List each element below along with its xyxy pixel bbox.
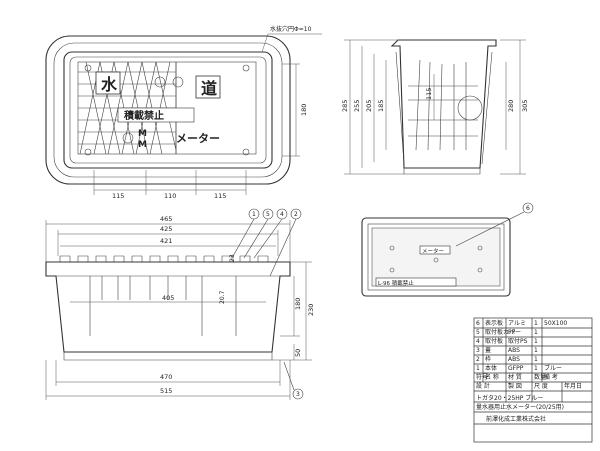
side-dim-280: 280 <box>507 100 515 112</box>
table-cell-qty: 1 <box>534 338 538 345</box>
side-dim-285: 285 <box>341 100 349 112</box>
plate-m1: M <box>138 129 147 139</box>
top-dim-110: 110 <box>164 192 176 200</box>
side-view: 285 255 205 185 115 280 305 <box>341 39 529 175</box>
top-dim-115b: 115 <box>214 192 226 200</box>
table-subheader-cell: 尺 度 <box>534 382 548 390</box>
table-title: トガタ20・25HP ブルー <box>476 394 543 402</box>
plate-m2: M <box>138 140 147 150</box>
table-cell-no: 5 <box>476 329 480 336</box>
table-cell-no: 3 <box>476 347 480 354</box>
top-dim-115a: 115 <box>112 192 124 200</box>
front-dim-465: 465 <box>160 215 172 223</box>
table-cell-material: PP <box>508 329 516 336</box>
table-cell-material: GFPP <box>508 365 524 372</box>
plate-char-water: 水 <box>101 75 118 94</box>
top-view: 水 道 積載禁止 M M メーター 水抜穴円Φ=10 115 110 115 1… <box>45 25 322 200</box>
front-dim-20-7: 20.7 <box>219 290 226 304</box>
table-subheader-cell: 年月日 <box>564 382 582 390</box>
table-cell-note: 50X100 <box>544 320 567 327</box>
table-cell-material: ABS <box>508 347 520 354</box>
side-dim-305: 305 <box>521 100 529 112</box>
plate-char-road: 道 <box>201 79 217 98</box>
front-dim-515: 515 <box>160 387 172 395</box>
inner-callout-6: 6 <box>526 205 530 212</box>
table-header-cell: 名 称 <box>485 373 499 381</box>
table-cell-no: 1 <box>476 365 480 372</box>
table-cell-note: ブルー <box>544 364 562 372</box>
front-dim-230: 230 <box>307 304 315 316</box>
table-cell-name: 取付板 <box>485 337 503 345</box>
table-company: 前澤化成工業株式会社 <box>486 415 546 423</box>
table-subheader-cell: 設 計 <box>476 382 490 390</box>
table-cell-qty: 1 <box>534 347 538 354</box>
plate-no-load-text: 積載禁止 <box>123 109 164 122</box>
table-cell-qty: 1 <box>534 365 538 372</box>
top-dim-180: 180 <box>300 104 308 116</box>
inner-view: メーター L-96 積載禁止 6 <box>361 202 534 297</box>
inner-meter-label: メーター <box>422 247 444 255</box>
table-cell-material: ABS <box>508 356 520 363</box>
callout-3: 3 <box>296 391 300 398</box>
callout-1: 1 <box>252 211 256 218</box>
callout-2: 2 <box>294 211 298 218</box>
side-dim-205: 205 <box>365 100 373 112</box>
callout-5: 5 <box>266 211 270 218</box>
front-dim-421: 421 <box>160 237 172 245</box>
drain-hole-note: 水抜穴円Φ=10 <box>270 25 312 33</box>
callout-4: 4 <box>280 211 284 218</box>
table-header-cell: 備 考 <box>544 373 558 381</box>
table-cell-no: 6 <box>476 320 480 327</box>
table-cell-qty: 1 <box>534 356 538 363</box>
table-cell-name: 取付板カバー <box>485 328 521 336</box>
table-subheader-cell: 製 図 <box>508 382 522 390</box>
table-cell-name: 表示板 <box>485 319 503 327</box>
front-dim-50: 50 <box>294 349 302 357</box>
table-cell-no: 4 <box>476 338 480 345</box>
side-dim-115: 115 <box>425 88 433 100</box>
front-view: 465 425 421 405 470 515 180 230 50 23 20… <box>45 208 315 400</box>
front-dim-23: 23 <box>229 254 236 262</box>
table-header-cell: 符号 <box>476 373 488 381</box>
table-header-cell: 数量 <box>534 373 546 381</box>
front-dim-405: 405 <box>162 294 174 302</box>
table-cell-name: 蓋 <box>485 346 491 354</box>
side-dim-185: 185 <box>377 100 385 112</box>
table-description: 量水器用止水メーター(20/25用) <box>476 403 564 411</box>
table-cell-no: 2 <box>476 356 480 363</box>
table-header-cell: 材 質 <box>508 373 522 381</box>
plate-meter-text: メーター <box>176 132 220 145</box>
table-cell-material: アルミ <box>508 320 526 327</box>
inner-no-load-label: L-96 積載禁止 <box>378 279 414 287</box>
table-cell-name: 枠 <box>485 355 491 363</box>
table-cell-name: 本体 <box>485 364 497 372</box>
table-cell-material: 取付PS <box>508 337 528 345</box>
front-dim-425: 425 <box>160 225 172 233</box>
side-dim-255: 255 <box>353 100 361 112</box>
table-cell-qty: 1 <box>534 329 538 336</box>
table-cell-qty: 1 <box>534 320 538 327</box>
front-dim-180: 180 <box>294 298 302 310</box>
front-dim-470: 470 <box>160 373 172 381</box>
parts-table <box>473 317 593 443</box>
